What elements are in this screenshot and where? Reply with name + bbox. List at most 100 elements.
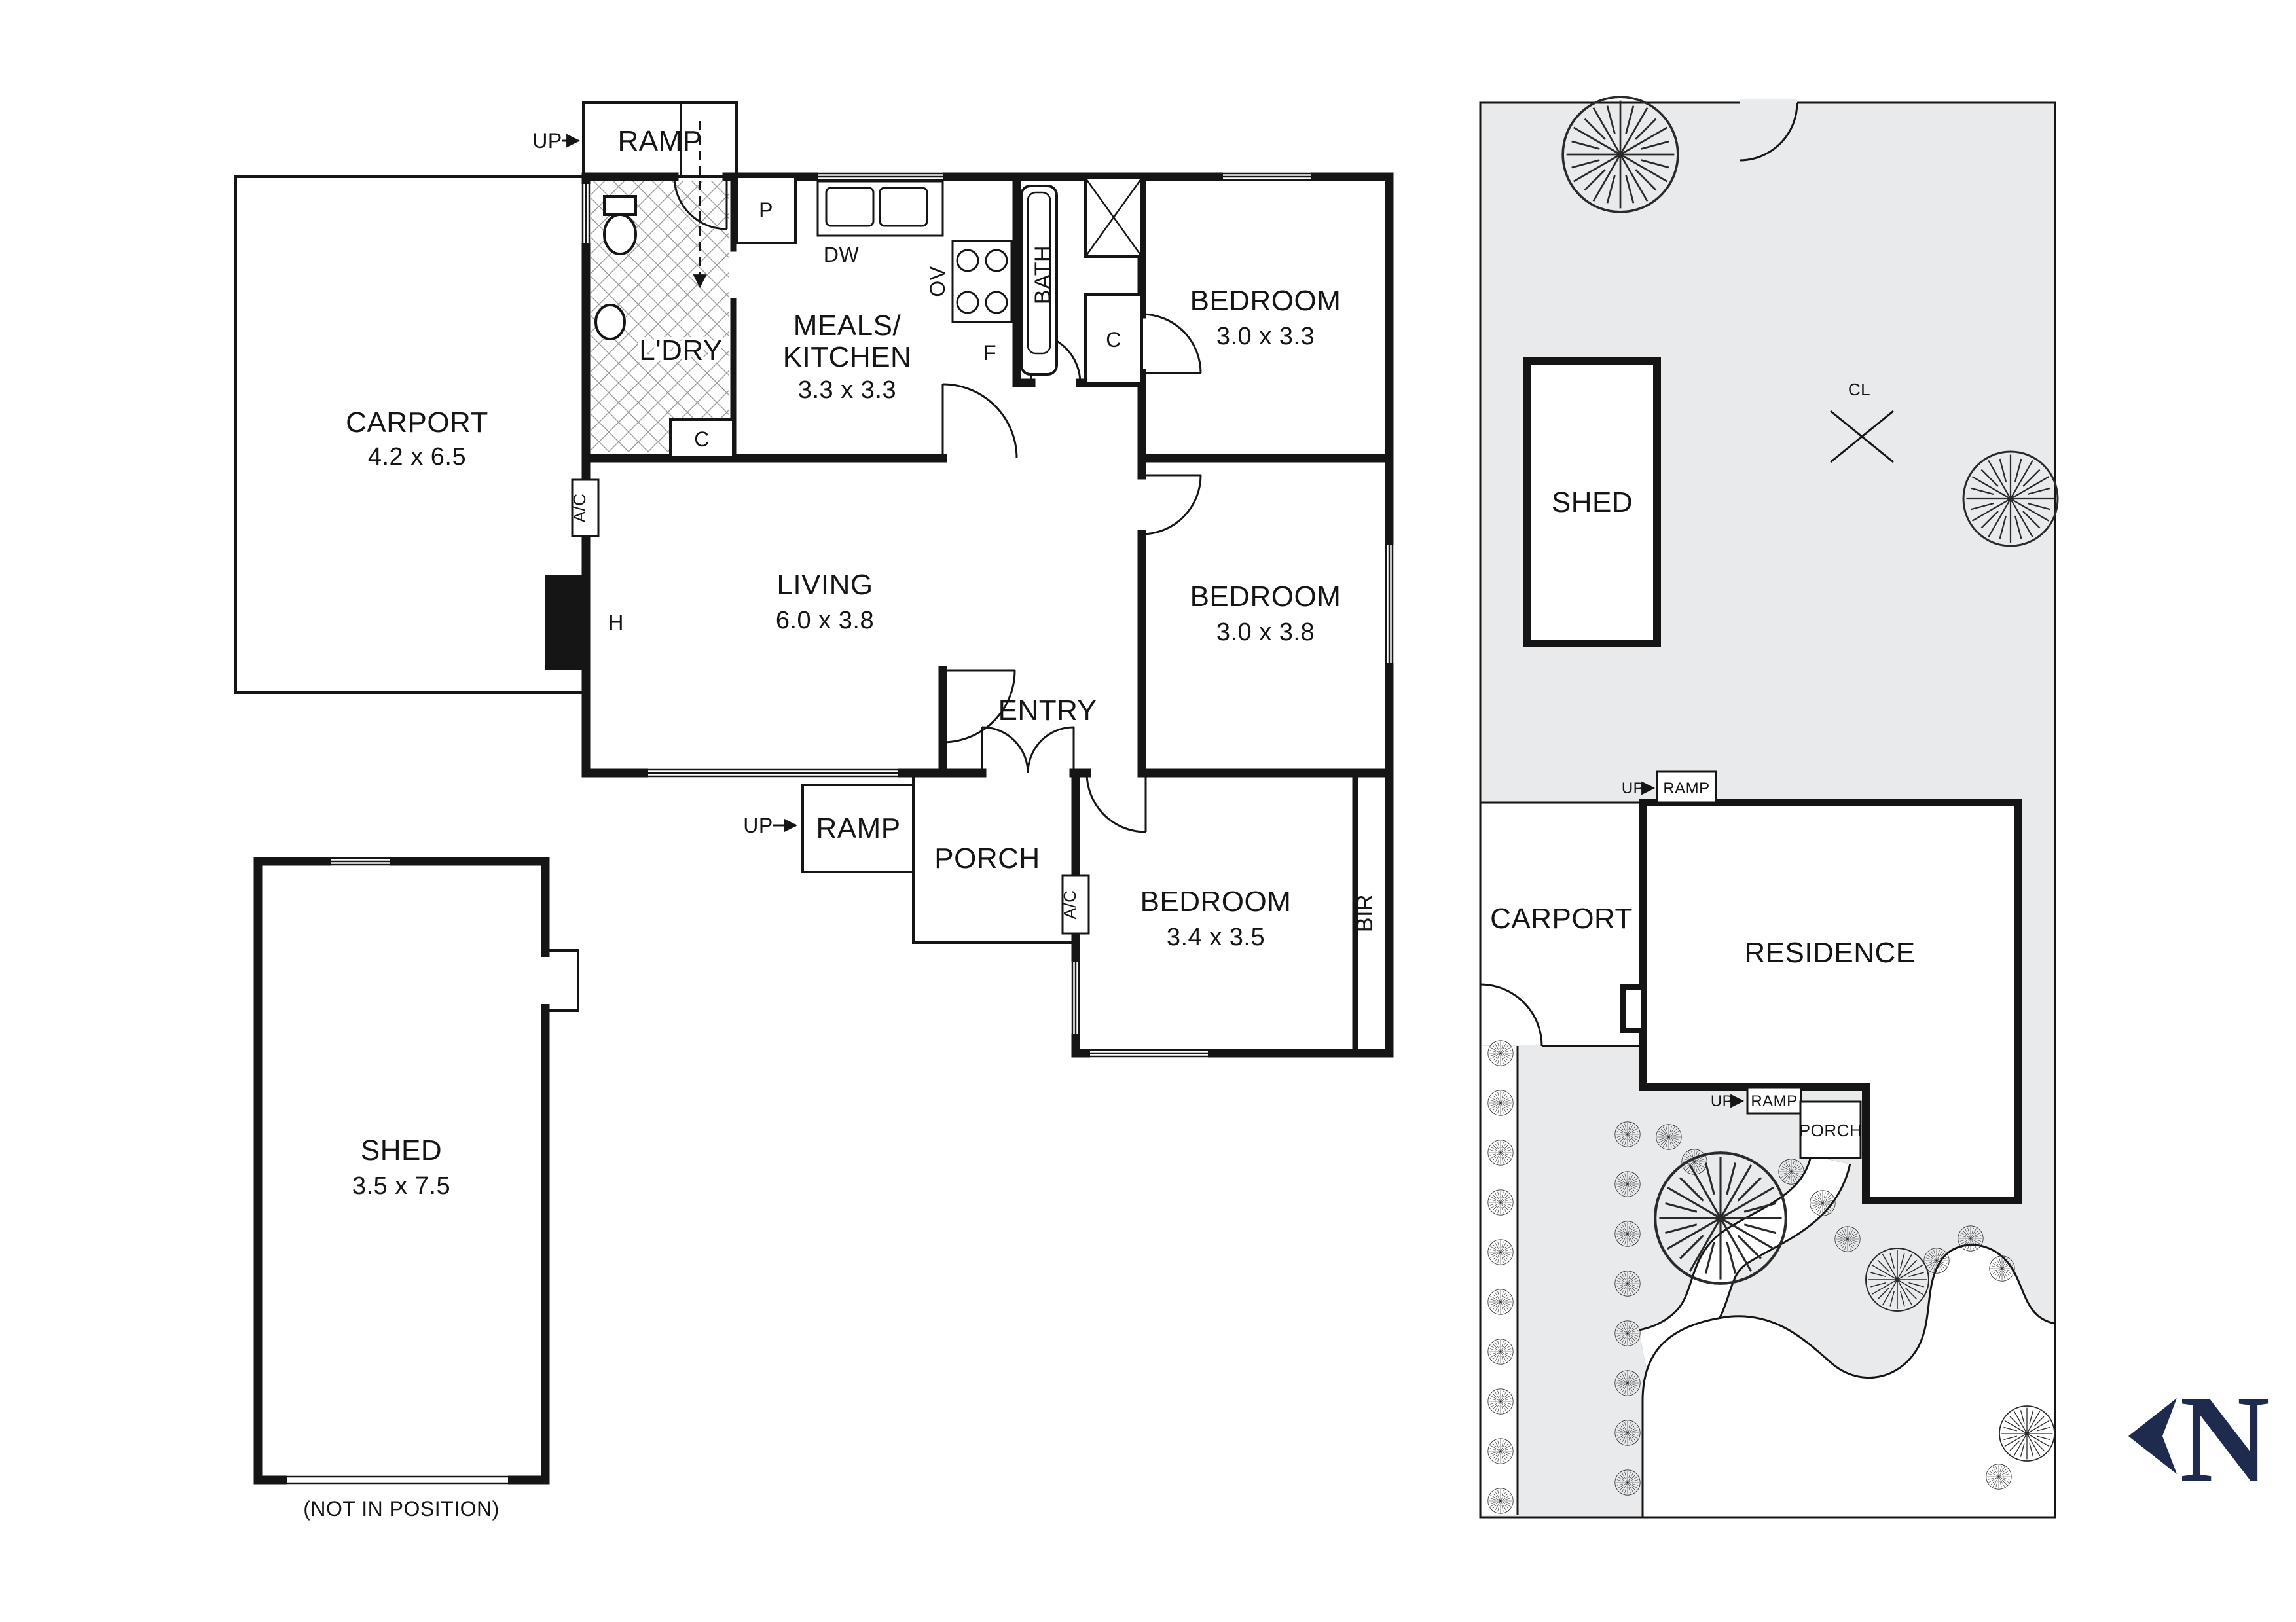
shrub-icon — [1614, 1420, 1641, 1446]
clothesline-label: CL — [1848, 380, 1870, 399]
shrub-icon — [1487, 1040, 1514, 1066]
site-ramp-back — [1656, 770, 1717, 804]
door-arc — [1027, 726, 1075, 774]
site-porch — [1799, 1100, 1862, 1159]
room-label-bath: BATH — [1030, 245, 1055, 304]
shrub-icon — [1614, 1221, 1641, 1247]
shrub-icon — [1614, 1121, 1641, 1147]
shrub-icon — [1487, 1239, 1514, 1265]
shed-note: (NOT IN POSITION) — [303, 1497, 499, 1521]
tree-icon — [1561, 96, 1679, 213]
room-label-kitchen: KITCHEN — [783, 341, 912, 373]
door-arc — [1141, 474, 1202, 535]
shrub-icon — [1834, 1226, 1861, 1252]
site-up-label: UP — [1711, 1092, 1733, 1110]
shrub-icon — [1923, 1248, 1950, 1274]
fridge-label: F — [983, 341, 996, 365]
shrub-icon — [1487, 1339, 1514, 1365]
shrub-icon — [1656, 1124, 1682, 1150]
tree-icon — [1999, 1405, 2055, 1462]
site-porch-label: PORCH — [1799, 1121, 1862, 1140]
compass: N — [2128, 1371, 2270, 1508]
site-ramp-front — [1746, 1086, 1802, 1115]
door-arc — [942, 669, 1016, 744]
laundry-trough-icon — [594, 304, 626, 340]
site-up-label: UP — [1622, 780, 1644, 797]
shrub-icon — [1614, 1469, 1641, 1496]
oven-label: OV — [926, 266, 949, 297]
shrub-icon — [1681, 1149, 1707, 1175]
room-label-living: LIVING — [776, 569, 873, 601]
floor-plan: RAMP UP RAMP UP PORCH — [234, 101, 1394, 1521]
room-dim-living: 6.0 x 3.8 — [776, 607, 874, 634]
site-plan: SHED CL CARPORT RESIDENCE RAMP UP RAMP U… — [1479, 96, 2059, 1519]
site-carport-label: CARPORT — [1490, 903, 1633, 935]
heater-unit — [545, 575, 586, 670]
gate-arc — [1739, 102, 1798, 162]
laundry-closet — [669, 418, 735, 458]
door-arc — [673, 176, 728, 230]
tree-icon — [1655, 1153, 1786, 1284]
lawn-area — [1641, 1244, 2056, 1519]
window — [581, 184, 591, 243]
door-arc — [1141, 313, 1202, 374]
site-residence-label: RESIDENCE — [1744, 937, 1915, 969]
ac-label: A/C — [570, 494, 589, 523]
tree-icon — [1865, 1248, 1929, 1312]
shower-icon — [1084, 177, 1143, 258]
shrub-icon — [1958, 1225, 1984, 1252]
shed-dim: 3.5 x 7.5 — [352, 1172, 450, 1200]
porch: RAMP UP PORCH — [743, 777, 1076, 944]
porch-up-label: UP — [743, 814, 773, 837]
site-ramp-front-label: RAMP — [1751, 1092, 1797, 1110]
shed-label: SHED — [361, 1134, 442, 1166]
detached-shed: SHED 3.5 x 7.5 (NOT IN POSITION) — [253, 857, 579, 1521]
shrub-icon — [1487, 1289, 1514, 1315]
pantry-closet — [735, 175, 797, 244]
fixtures — [545, 175, 1143, 935]
room-label-bedroom1: BEDROOM — [1190, 285, 1341, 317]
window — [1071, 962, 1080, 1034]
room-label-meals: MEALS/ — [793, 310, 902, 342]
shrub-icon — [1487, 1140, 1514, 1166]
shrub-icon — [1487, 1189, 1514, 1216]
stove-icon — [951, 240, 1013, 323]
shrub-icon — [1614, 1171, 1641, 1197]
doors — [673, 121, 1202, 833]
tree-icon — [1962, 450, 2059, 547]
porch-label: PORCH — [934, 842, 1040, 874]
residence-bump — [1620, 984, 1647, 1033]
room-label-carport: CARPORT — [346, 406, 488, 439]
window — [1090, 1049, 1208, 1058]
room-dim-bedroom1: 3.0 x 3.3 — [1216, 323, 1315, 350]
shrub-icon — [1614, 1271, 1641, 1297]
shrub-icon — [1487, 1488, 1514, 1514]
ramp-top: RAMP UP — [532, 101, 738, 178]
room-label-bedroom3: BEDROOM — [1140, 886, 1292, 918]
window — [1223, 172, 1311, 181]
site-labels: SHED CL CARPORT RESIDENCE RAMP UP RAMP U… — [1490, 380, 1915, 1140]
window — [648, 768, 898, 778]
shrub-icon — [1487, 1388, 1514, 1415]
ramp-top-up-label: UP — [532, 129, 562, 153]
shrub-icon — [1986, 1464, 2012, 1490]
shrub-icon — [1778, 1159, 1804, 1185]
toilet-icon — [603, 195, 637, 216]
pantry-label: P — [759, 198, 773, 222]
door-arc — [981, 726, 1029, 774]
driveway-strip — [1482, 1046, 1518, 1515]
site-residence — [1639, 799, 2022, 1204]
heater-label: H — [608, 611, 624, 634]
site-shed — [1523, 357, 1661, 647]
bathtub-icon — [1020, 185, 1058, 376]
door-arc — [1085, 772, 1147, 833]
ac-unit — [571, 478, 600, 537]
room-label-laundry: L'DRY — [639, 334, 722, 367]
windows — [581, 172, 1394, 1058]
porch-ramp-label: RAMP — [816, 812, 900, 844]
site-shed-label: SHED — [1552, 486, 1633, 518]
robe-label: BIR — [1353, 894, 1377, 932]
door-arc — [941, 383, 1018, 459]
clothesline-icon — [1830, 410, 1894, 463]
